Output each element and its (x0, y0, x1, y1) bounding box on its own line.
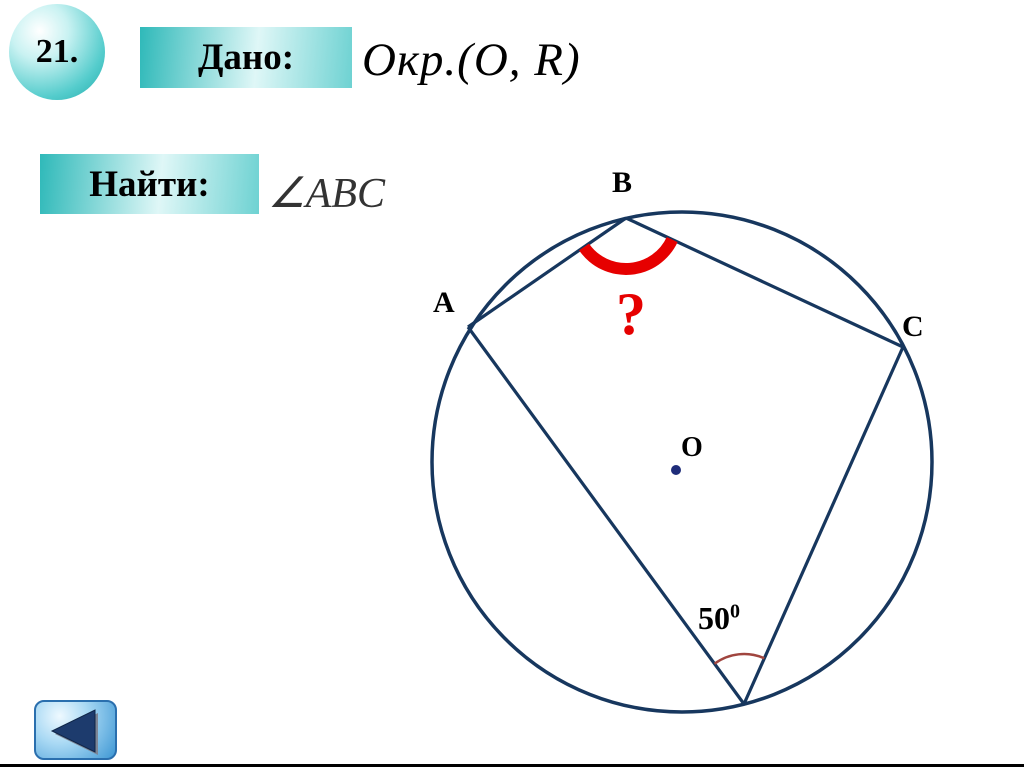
find-box: Найти: (40, 154, 259, 214)
chord-cd (742, 346, 905, 705)
bottom-border (0, 764, 1024, 767)
chord-da (466, 326, 746, 705)
angle-d-label: 500 (698, 600, 740, 637)
point-label-o: O (681, 432, 703, 463)
given-value: Окр.(O, R) (362, 34, 581, 86)
chord-bc (625, 216, 904, 349)
given-box: Дано: (140, 27, 352, 88)
find-label: Найти: (89, 163, 210, 205)
back-icon-triangle (50, 709, 96, 753)
chord-ab (467, 216, 627, 329)
given-label: Дано: (197, 37, 295, 78)
back-button[interactable] (34, 700, 117, 760)
point-label-c: C (902, 310, 924, 343)
center-dot (671, 465, 681, 475)
find-value: ∠ABC (268, 171, 385, 217)
problem-number: 21. (35, 33, 79, 70)
question-mark: ? (616, 281, 646, 347)
angle-arc-d (713, 652, 765, 665)
circumscribed-circle (430, 210, 934, 714)
angle-arc-b (579, 237, 678, 275)
point-label-b: B (612, 166, 633, 199)
problem-number-badge: 21. (9, 4, 105, 100)
angle-d-value: 50 (698, 600, 730, 636)
back-icon (50, 709, 98, 755)
point-label-a: A (433, 286, 455, 319)
angle-d-superscript: 0 (730, 600, 740, 623)
